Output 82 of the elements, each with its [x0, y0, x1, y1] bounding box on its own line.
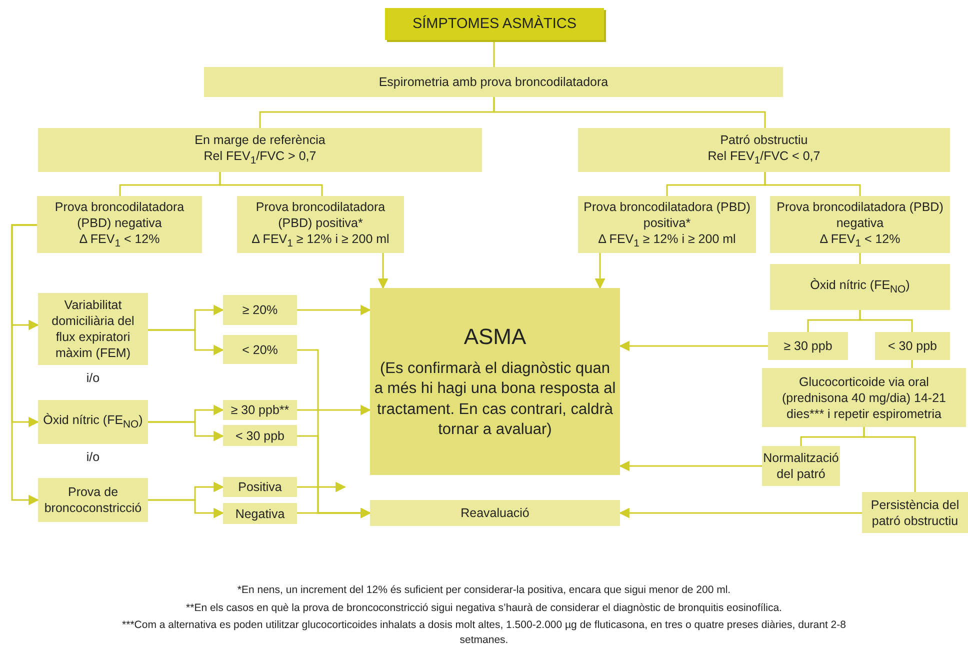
- box-text: Δ FEV$_{1}$ < 12%: [79, 230, 160, 250]
- box-text: Negativa: [235, 506, 285, 522]
- connector-line: [493, 97, 766, 128]
- box-text: Òxid nítric (FE$_{NO}$): [810, 277, 910, 297]
- diagnosis-title: ASMA: [464, 323, 526, 352]
- arrow: [297, 482, 346, 492]
- process-box: [223, 425, 297, 446]
- box-text: < 30 ppb: [888, 338, 937, 354]
- process-box: [223, 503, 297, 524]
- box-text: Prova broncodilatadora (PBD) negativa: [776, 198, 944, 231]
- connector-line: [911, 360, 913, 368]
- box-text: Rel FEV$_{1}$/FVC > 0,7: [204, 148, 316, 168]
- box-text: Prova de broncoconstricció: [43, 484, 143, 516]
- process-box: [38, 128, 482, 172]
- process-box: [875, 332, 950, 360]
- arrow: [148, 421, 224, 442]
- process-box: [38, 293, 148, 365]
- process-box: [862, 492, 968, 533]
- box-text: Δ FEV$_{1}$ ≥ 12% i ≥ 200 ml: [598, 230, 736, 250]
- arrow: [11, 224, 40, 506]
- side-note: i/o: [85, 450, 101, 464]
- process-box: [223, 295, 297, 325]
- box-text: ≥ 30 ppb: [784, 338, 832, 354]
- box-text: SÍMPTOMES ASMÀTICS: [412, 14, 577, 34]
- connector-line: [863, 427, 916, 492]
- process-box: [37, 196, 202, 253]
- connector-line: [859, 310, 913, 332]
- process-box: [768, 332, 848, 360]
- arrow: [297, 508, 372, 518]
- connector-line: [764, 172, 861, 196]
- process-box: [578, 128, 950, 172]
- box-text: Reavaluació: [460, 505, 530, 521]
- box-text: Persistència del patró obstructiu: [870, 496, 960, 528]
- process-box: [770, 196, 950, 253]
- arrow: [378, 253, 388, 290]
- diagnosis-box: [370, 288, 620, 475]
- box-text: Variabilitat domiciliària del flux expiratori màxim (FEM): [50, 297, 136, 361]
- arrow: [618, 340, 768, 352]
- box-text: Patró obstructiu: [720, 132, 808, 148]
- box-text: Prova broncodilatadora (PBD) positiva*: [582, 198, 752, 231]
- process-box: [578, 196, 756, 253]
- arrow: [297, 404, 372, 416]
- process-box: [223, 477, 297, 497]
- box-text: Rel FEV$_{1}$/FVC < 0,7: [708, 148, 820, 168]
- arrow: [618, 508, 862, 518]
- footnote: **En els casos en què la prova de broncoconstricció sigui negativa s’haurà de considerar el diagnòstic de bronquitis eosinofílica.: [185, 600, 783, 616]
- side-note: i/o: [85, 371, 101, 385]
- process-box: [762, 368, 966, 427]
- process-box: [370, 500, 620, 526]
- connector-line: [859, 253, 861, 264]
- box-text: Positiva: [238, 479, 282, 495]
- process-box: [38, 478, 148, 522]
- arrow: [594, 253, 606, 290]
- box-text: < 30 ppb: [235, 428, 284, 444]
- box-text: Δ FEV$_{1}$ < 12%: [820, 230, 900, 250]
- process-box: [770, 264, 950, 310]
- connector-line: [219, 172, 323, 196]
- box-text: Òxid nítric (FE$_{NO}$): [43, 412, 143, 432]
- arrow: [148, 499, 224, 518]
- box-text: < 20%: [242, 342, 278, 358]
- arrow: [148, 329, 224, 356]
- process-box: [223, 335, 297, 364]
- box-text: En marge de referència: [194, 132, 326, 148]
- footnote: *En nens, un increment del 12% és suficient per considerar-la positiva, encara que sigui menor de 200 ml.: [236, 583, 732, 598]
- process-box: [38, 400, 148, 444]
- box-text: Glucocorticoide via oral (prednisona 40 mg/dia) 14-21 dies*** i repetir espirometria: [781, 374, 947, 422]
- box-text: Prova broncodilatadora (PBD) negativa: [54, 198, 186, 231]
- footnote: ***Com a alternativa es poden utilitzar glucocorticoides inhalats a dosis molt altes, 1.500-2.000 µg de fluticasona, en tres o quatre preses diàries, durant 2-8 setmanes.: [121, 618, 847, 648]
- box-text: Δ FEV$_{1}$ ≥ 12% i ≥ 200 ml: [252, 230, 390, 250]
- diagnosis-note: (Es confirmarà el diagnòstic quan a més hi hagi una bona resposta al tractament. En cas contrari, caldrà tornar a avaluar): [374, 359, 616, 440]
- box-text: ≥ 20%: [242, 302, 278, 318]
- connector-line: [493, 40, 495, 67]
- process-box: [237, 196, 404, 253]
- box-text: Normalització del patró: [763, 450, 839, 482]
- arrow: [618, 460, 762, 472]
- arrow: [297, 304, 372, 316]
- process-box: [204, 67, 783, 97]
- box-text: Espirometria amb prova broncodilatadora: [378, 74, 608, 90]
- heading-box: [385, 8, 604, 40]
- box-text: Prova broncodilatadora (PBD) positiva*: [254, 198, 386, 231]
- box-text: ≥ 30 ppb**: [230, 402, 290, 418]
- process-box: [223, 400, 297, 420]
